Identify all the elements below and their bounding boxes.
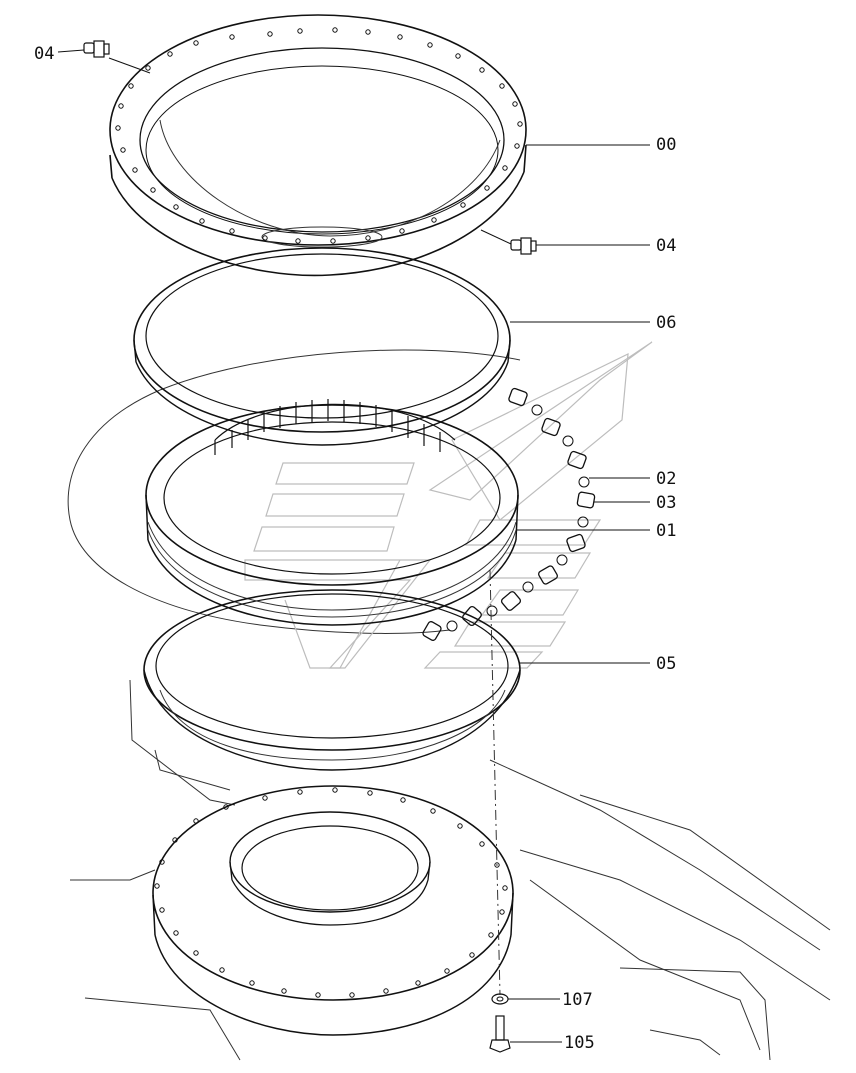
label-105: 105 xyxy=(564,1033,595,1053)
bearing-rollers xyxy=(422,387,596,641)
inner-gear-race xyxy=(145,399,519,626)
grease-fitting-right xyxy=(510,237,537,255)
leader-lines xyxy=(57,49,650,1043)
grease-fitting-top xyxy=(83,40,110,58)
label-01: 01 xyxy=(656,521,676,541)
label-03: 03 xyxy=(656,493,676,513)
upper-seal-ring xyxy=(133,247,511,446)
label-00: 00 xyxy=(656,135,676,155)
bolt-assembly xyxy=(489,569,511,1053)
watermark-logo xyxy=(244,341,653,669)
background-outline xyxy=(67,349,521,634)
label-04-right: 04 xyxy=(656,236,676,256)
label-04-top: 04 xyxy=(34,44,54,64)
base-turntable xyxy=(152,785,514,1036)
lower-seal-ring xyxy=(143,589,521,771)
outer-race-ring xyxy=(109,14,527,277)
bolt-holes-top xyxy=(115,27,523,244)
machine-frame xyxy=(70,679,831,1061)
label-02: 02 xyxy=(656,469,676,489)
label-06: 06 xyxy=(656,313,676,333)
bolt-holes-base xyxy=(154,787,508,998)
label-05: 05 xyxy=(656,654,676,674)
label-107: 107 xyxy=(562,990,593,1010)
